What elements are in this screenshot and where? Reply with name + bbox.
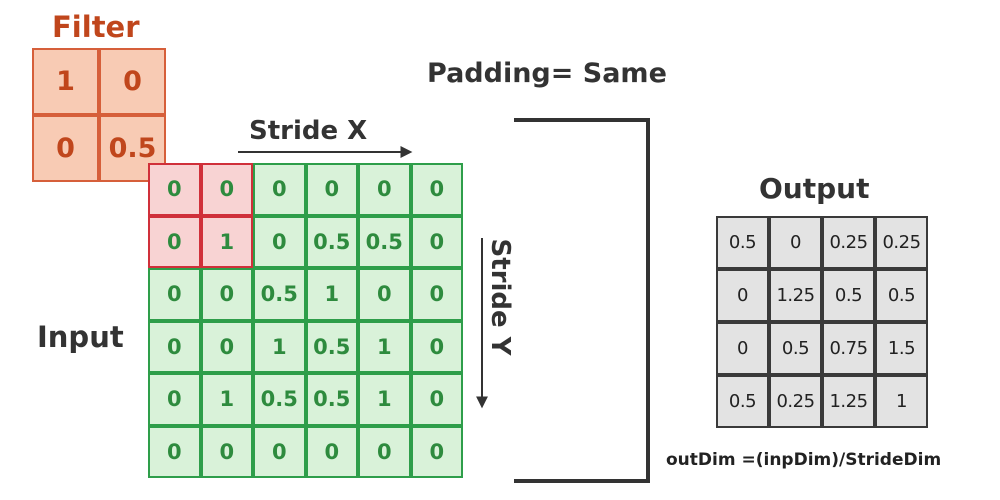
input-cell-3-5: 0 — [410, 320, 463, 373]
input-cell-1-0: 0 — [148, 215, 201, 268]
output-cell-0-1: 0 — [769, 216, 822, 269]
input-cell-1-3: 0.5 — [305, 215, 358, 268]
output-cell-0-2: 0.25 — [822, 216, 875, 269]
input-cell-4-4: 1 — [358, 373, 411, 426]
input-cell-1-1: 1 — [200, 215, 253, 268]
input-cell-5-0: 0 — [148, 425, 201, 478]
input-cell-2-4: 0 — [358, 268, 411, 321]
output-title: Output — [759, 172, 870, 205]
filter-cell-1-1: 0.5 — [99, 115, 166, 182]
output-cell-1-2: 0.5 — [822, 269, 875, 322]
input-cell-0-0: 0 — [148, 163, 201, 216]
padding-label: Padding= Same — [427, 58, 667, 89]
output-cell-1-3: 0.5 — [875, 269, 928, 322]
input-cell-5-2: 0 — [253, 425, 306, 478]
input-cell-2-3: 1 — [305, 268, 358, 321]
input-cell-2-1: 0 — [200, 268, 253, 321]
output-cell-2-3: 1.5 — [875, 322, 928, 375]
filter-cell-0-1: 0 — [99, 48, 166, 115]
output-cell-2-2: 0.75 — [822, 322, 875, 375]
input-cell-1-4: 0.5 — [358, 215, 411, 268]
filter-cell-0-0: 1 — [32, 48, 99, 115]
input-cell-4-5: 0 — [410, 373, 463, 426]
output-cell-1-1: 1.25 — [769, 269, 822, 322]
input-label: Input — [37, 320, 124, 354]
input-cell-4-0: 0 — [148, 373, 201, 426]
input-cell-0-3: 0 — [305, 163, 358, 216]
input-cell-4-3: 0.5 — [305, 373, 358, 426]
output-cell-3-1: 0.25 — [769, 375, 822, 428]
input-cell-0-2: 0 — [253, 163, 306, 216]
stride-x-label: Stride X — [249, 116, 368, 146]
output-cell-2-1: 0.5 — [769, 322, 822, 375]
input-cell-2-2: 0.5 — [253, 268, 306, 321]
output-cell-3-0: 0.5 — [716, 375, 769, 428]
output-cell-3-3: 1 — [875, 375, 928, 428]
input-cell-3-4: 1 — [358, 320, 411, 373]
input-cell-0-5: 0 — [410, 163, 463, 216]
input-cell-3-2: 1 — [253, 320, 306, 373]
input-cell-2-0: 0 — [148, 268, 201, 321]
stride-y-label: Stride Y — [485, 238, 515, 356]
input-cell-5-1: 0 — [200, 425, 253, 478]
output-cell-3-2: 1.25 — [822, 375, 875, 428]
input-cell-1-2: 0 — [253, 215, 306, 268]
filter-title: Filter — [52, 10, 140, 44]
formula-text: outDim =(inpDim)/StrideDim — [666, 450, 942, 470]
input-cell-4-2: 0.5 — [253, 373, 306, 426]
input-cell-5-4: 0 — [358, 425, 411, 478]
input-cell-3-3: 0.5 — [305, 320, 358, 373]
input-cell-4-1: 1 — [200, 373, 253, 426]
output-cell-0-3: 0.25 — [875, 216, 928, 269]
output-cell-1-0: 0 — [716, 269, 769, 322]
output-cell-2-0: 0 — [716, 322, 769, 375]
filter-cell-1-0: 0 — [32, 115, 99, 182]
input-cell-3-0: 0 — [148, 320, 201, 373]
output-cell-0-0: 0.5 — [716, 216, 769, 269]
input-cell-0-4: 0 — [358, 163, 411, 216]
input-cell-1-5: 0 — [410, 215, 463, 268]
input-cell-0-1: 0 — [200, 163, 253, 216]
input-cell-5-5: 0 — [410, 425, 463, 478]
input-cell-3-1: 0 — [200, 320, 253, 373]
input-cell-5-3: 0 — [305, 425, 358, 478]
input-cell-2-5: 0 — [410, 268, 463, 321]
padding-bracket — [514, 118, 650, 483]
